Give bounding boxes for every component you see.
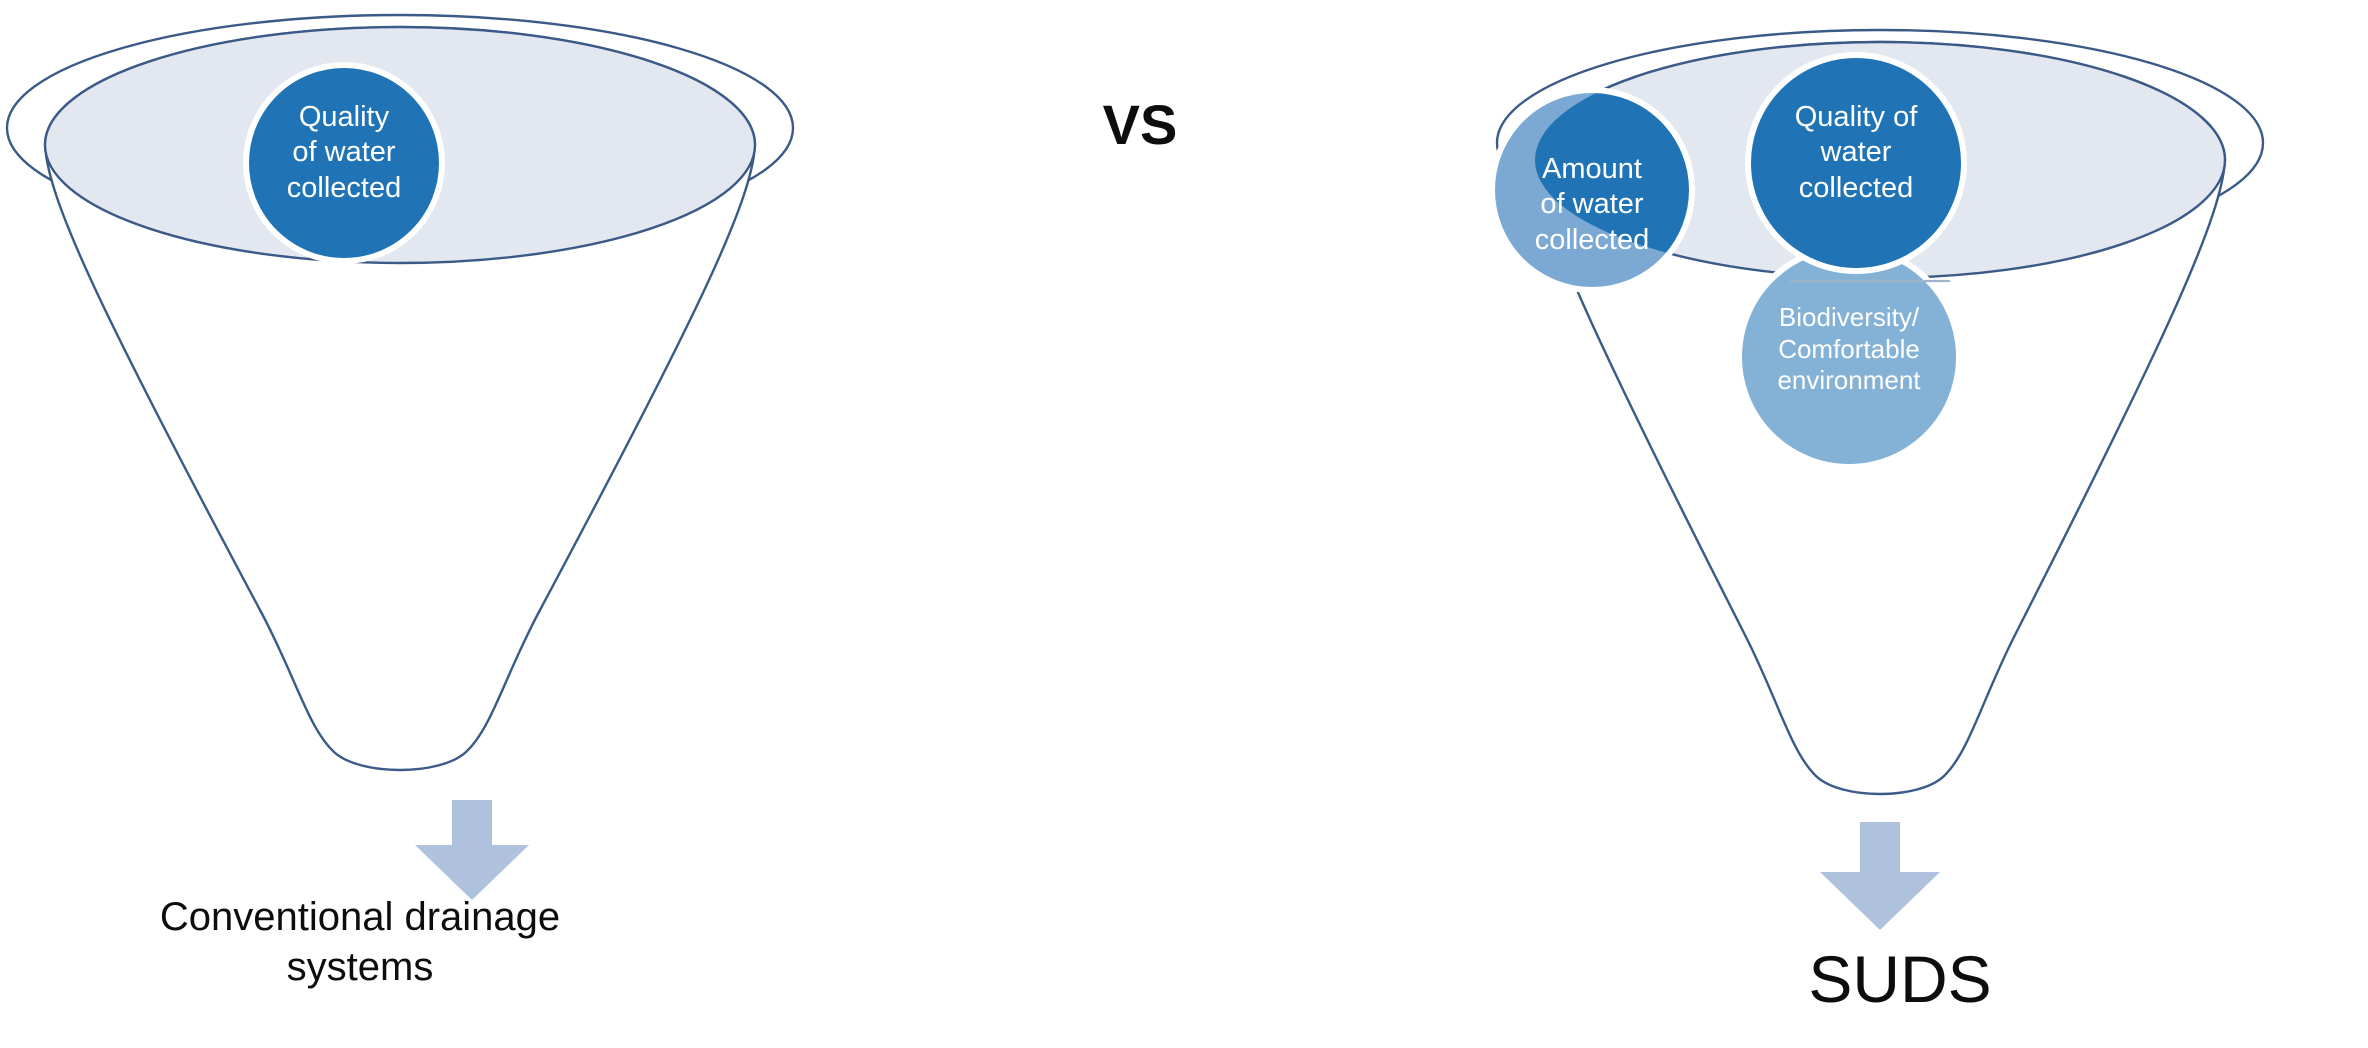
right-funnel-caption: SUDS (1808, 942, 1992, 1016)
vs-comparator-label: VS (1102, 93, 1178, 156)
left-funnel-group (5, 13, 795, 900)
left-circle-quality-of-water-collected (243, 62, 445, 264)
right-circle-quality-of-water-collected (1745, 52, 1967, 274)
right-funnel-group (1489, 28, 2265, 930)
left-down-arrow-icon (415, 800, 529, 900)
right-circle-amount-of-water-collected (1489, 87, 1695, 293)
right-down-arrow-icon (1820, 822, 1940, 930)
left-funnel-caption: Conventional drainage systems (159, 895, 561, 989)
